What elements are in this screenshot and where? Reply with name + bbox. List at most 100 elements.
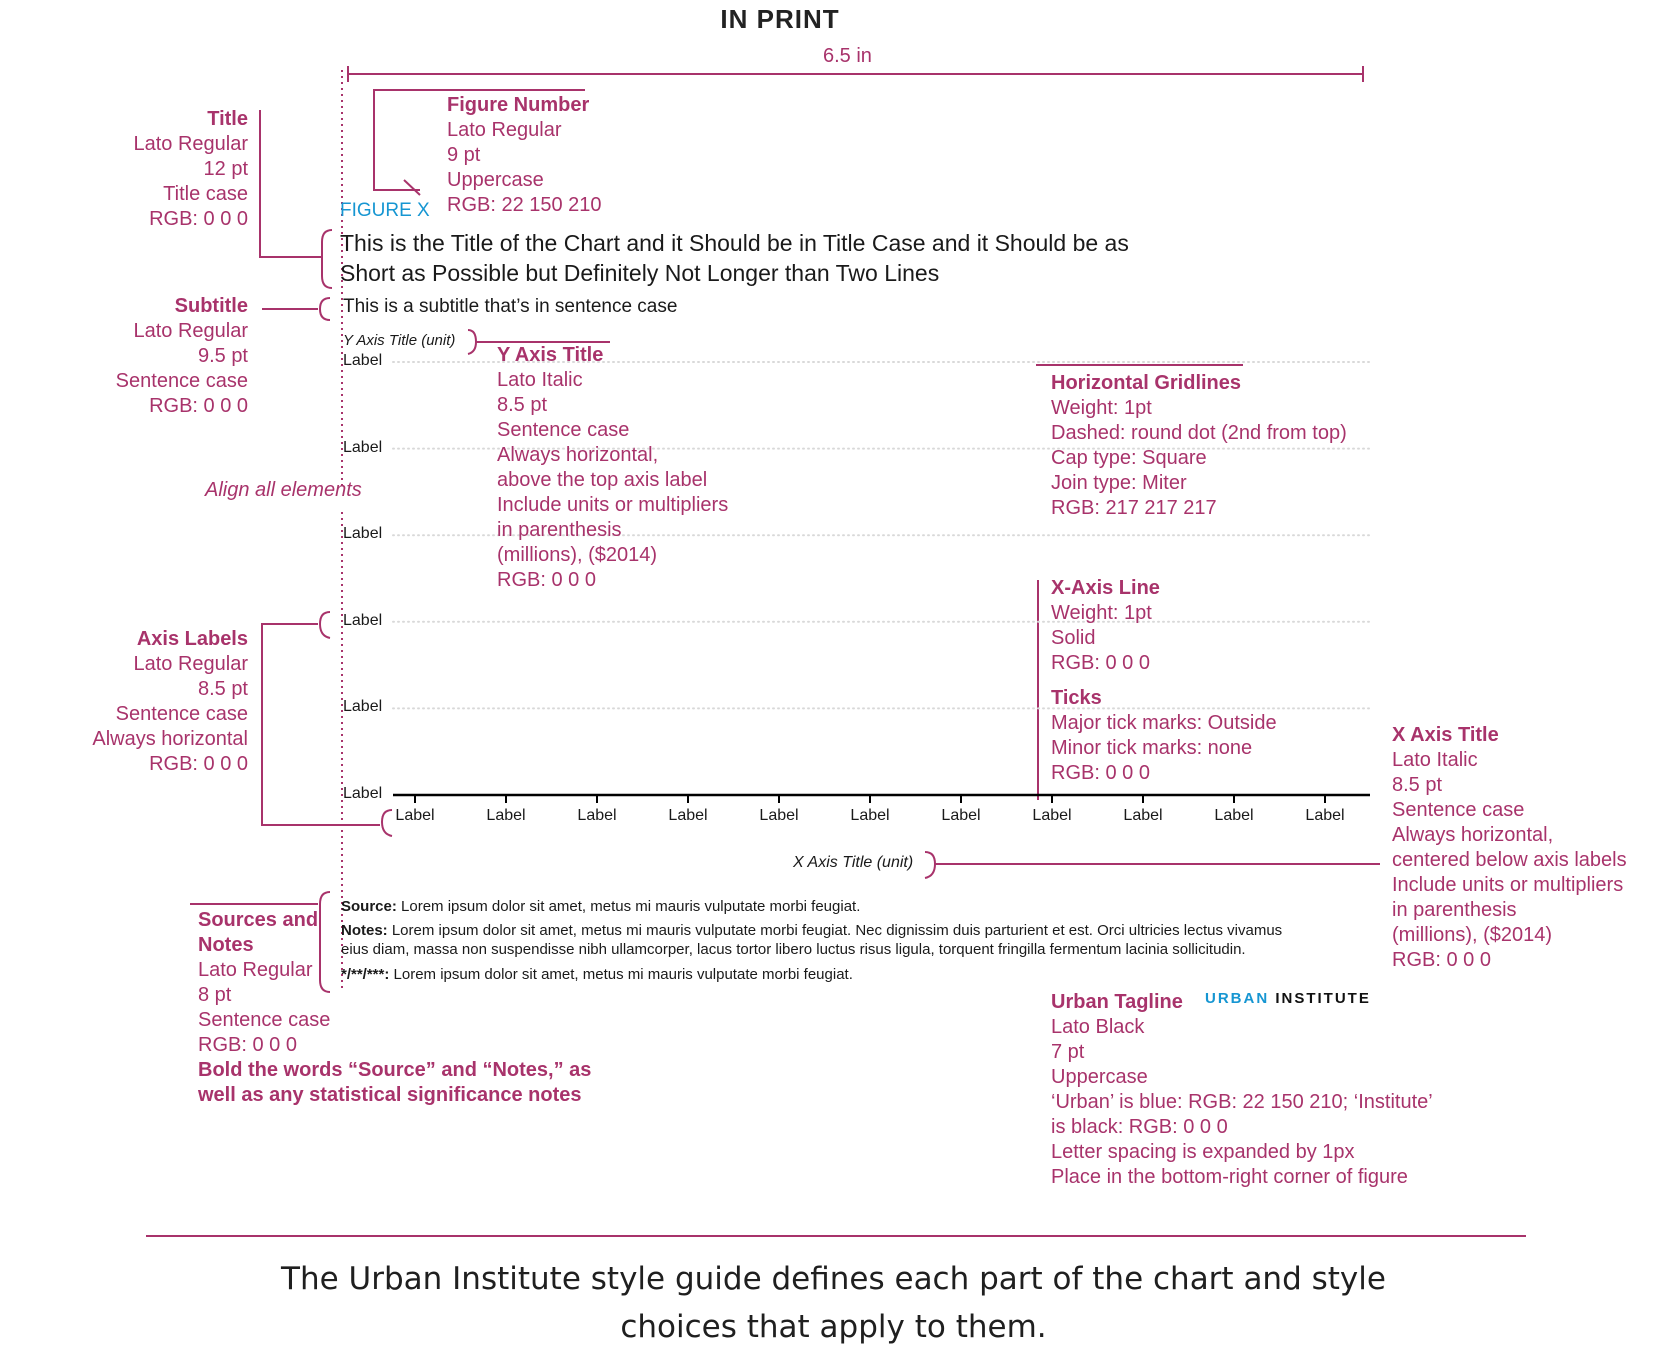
x-axis-title-annotation-line: RGB: 0 0 0	[1392, 949, 1491, 971]
tagline-annotation-line: ‘Urban’ is blue: RGB: 22 150 210; ‘Insti…	[1051, 1091, 1433, 1113]
x-axis-label: Label	[1214, 807, 1254, 824]
notes-line-1: Notes: Lorem ipsum dolor sit amet, metus…	[341, 922, 1282, 939]
title-annotation-line: 12 pt	[203, 158, 248, 180]
ticks-annotation-line: Ticks	[1051, 687, 1102, 709]
y-axis-label: Label	[343, 698, 383, 716]
source-line: Source: Lorem ipsum dolor sit amet, metu…	[341, 898, 860, 915]
x-axis-title-brace	[924, 851, 937, 879]
chart-title-line-2: Short as Possible but Definitely Not Lon…	[340, 260, 940, 286]
figure-number: FIGURE X	[340, 200, 430, 221]
notes-bold-label: Notes:	[341, 922, 388, 939]
axis-labels-leader	[261, 623, 380, 826]
gridlines-annotation-line: Dashed: round dot (2nd from top)	[1051, 422, 1347, 444]
figure-caption: The Urban Institute style guide defines …	[0, 1255, 1667, 1351]
caption-line-1: The Urban Institute style guide defines …	[281, 1261, 1386, 1297]
x-labels-brace	[380, 809, 393, 837]
figure-number-annotation-line: Figure Number	[447, 94, 590, 116]
y-axis-title-annotation-line: Always horizontal,	[497, 444, 659, 466]
y-axis-label: Label	[343, 352, 383, 369]
figure-number-annotation-line: 9 pt	[447, 144, 481, 166]
x-axis-line-annotation-line: X-Axis Line	[1051, 577, 1160, 599]
notes-line-2: eius diam, massa non suspendisse nibh ul…	[341, 941, 1246, 958]
x-axis-line-annotation-line: Solid	[1051, 627, 1096, 649]
x-axis-label: Label	[850, 807, 890, 824]
y-axis-label: Label	[343, 525, 383, 543]
tagline-annotation-line: Urban Tagline	[1051, 991, 1183, 1013]
chart-subtitle: This is a subtitle that’s in sentence ca…	[343, 296, 678, 317]
significance-line: */**/***: Lorem ipsum dolor sit amet, me…	[341, 966, 853, 983]
x-axis-label: Label	[395, 807, 435, 824]
ticks-annotation-line: RGB: 0 0 0	[1051, 762, 1150, 784]
tagline-annotation-line: Lato Black	[1051, 1016, 1145, 1038]
y-axis-title-annotation-line: Sentence case	[497, 419, 630, 441]
axis-labels-annotation-line: Always horizontal	[92, 728, 248, 750]
title-annotation-line: Title case	[163, 183, 248, 205]
x-axis-label: Label	[668, 807, 708, 824]
x-axis-label: Label	[759, 807, 799, 824]
axis-labels-annotation-line: 8.5 pt	[197, 678, 248, 700]
ticks-annotation-line: Major tick marks: Outside	[1051, 712, 1277, 734]
x-axis-title-annotation-line: Always horizontal,	[1392, 824, 1554, 846]
sources-notes-annotation-line: Notes	[198, 934, 254, 956]
y-axis-label: Label	[343, 438, 383, 456]
sources-notes-annotation-line: Lato Regular	[198, 959, 313, 981]
urban-tagline: URBAN INSTITUTE	[1205, 990, 1371, 1007]
gridlines-annotation-line: Cap type: Square	[1051, 447, 1207, 469]
gridlines-annotation-line: Weight: 1pt	[1051, 397, 1152, 419]
chart-title-line-1: This is the Title of the Chart and it Sh…	[340, 230, 1129, 256]
y-axis-title-annotation-line: 8.5 pt	[497, 394, 548, 416]
x-axis-title-annotation-line: centered below axis labels	[1392, 849, 1627, 871]
x-axis-label: Label	[486, 807, 526, 824]
figure-number-leader-diag	[403, 179, 421, 196]
y-axis-label: Label	[343, 785, 383, 802]
x-axis-label: Label	[577, 807, 617, 824]
source-text: Lorem ipsum dolor sit amet, metus mi mau…	[396, 898, 861, 915]
sources-notes-annotation-line: 8 pt	[198, 984, 232, 1006]
sample-chart-axes	[392, 361, 1371, 803]
figure-number-annotation-line: RGB: 22 150 210	[447, 194, 602, 216]
y-axis-label: Label	[343, 611, 383, 629]
gridlines-annotation-line: Horizontal Gridlines	[1051, 372, 1242, 394]
x-axis-line-annotation-line: RGB: 0 0 0	[1051, 652, 1150, 674]
tagline-annotation-line: Place in the bottom-right corner of figu…	[1051, 1166, 1408, 1188]
axis-labels-annotation-line: Axis Labels	[136, 628, 248, 650]
x-axis-label: Label	[941, 807, 981, 824]
subtitle-annotation-line: Subtitle	[174, 295, 248, 317]
title-annotation-line: Lato Regular	[133, 133, 248, 155]
subtitle-annotation-line: 9.5 pt	[197, 345, 248, 367]
axis-labels-annotation-line: Sentence case	[115, 703, 248, 725]
subtitle-annotation-line: Lato Regular	[133, 320, 248, 342]
y-axis-title: Y Axis Title (unit)	[343, 332, 456, 349]
y-axis-title-brace	[467, 329, 478, 355]
caption-line-2: choices that apply to them.	[620, 1309, 1047, 1345]
significance-text: Lorem ipsum dolor sit amet, metus mi mau…	[389, 966, 853, 983]
subtitle-brace	[318, 297, 331, 321]
title-leader	[259, 110, 322, 258]
tagline-annotation-line: Letter spacing is expanded by 1px	[1051, 1141, 1355, 1163]
figure-number-annotation-line: Lato Regular	[447, 119, 562, 141]
x-axis-label: Label	[1123, 807, 1163, 824]
subtitle-annotation-line: Sentence case	[115, 370, 248, 392]
sources-notes-annotation-line: Bold the words “Source” and “Notes,” as	[198, 1059, 592, 1081]
title-annotation-line: RGB: 0 0 0	[149, 208, 248, 230]
x-axis-title-annotation-line: Sentence case	[1392, 799, 1525, 821]
source-bold-label: Source:	[341, 898, 397, 915]
x-axis-line-annotation-line: Weight: 1pt	[1051, 602, 1152, 624]
x-axis-title: X Axis Title (unit)	[793, 854, 914, 871]
gridlines-annotation-line: RGB: 217 217 217	[1051, 497, 1217, 519]
tagline-annotation-line: 7 pt	[1051, 1041, 1085, 1063]
tagline-urban: URBAN	[1205, 990, 1270, 1007]
align-elements-note: Align all elements	[205, 479, 362, 501]
significance-bold-label: */**/***:	[341, 966, 390, 983]
